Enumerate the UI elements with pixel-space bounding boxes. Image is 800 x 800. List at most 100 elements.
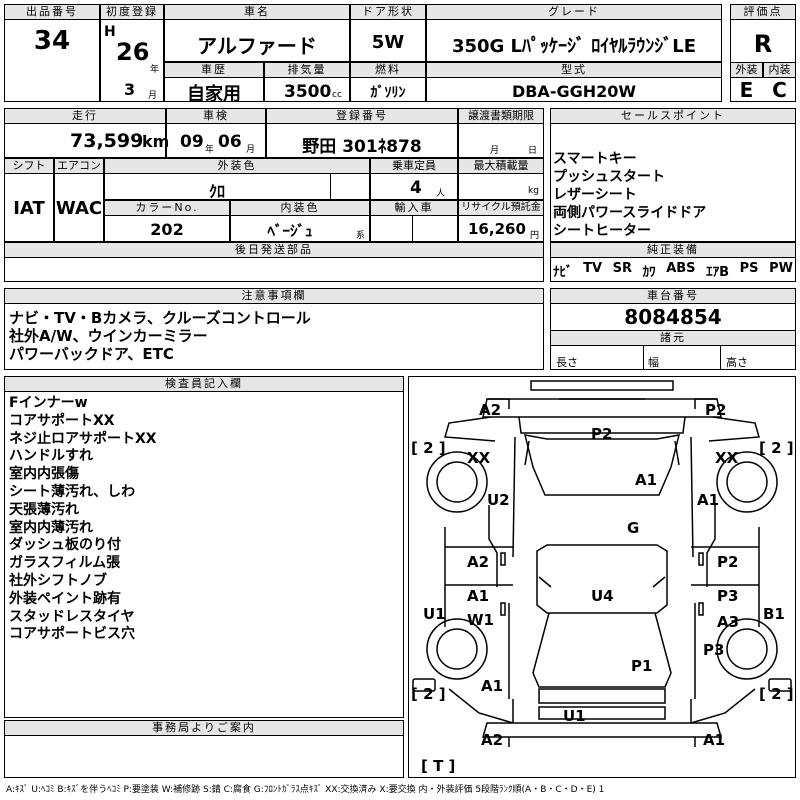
max-load-label: 最大積載量 <box>458 158 544 174</box>
transfer-day-unit: 日 <box>528 146 538 156</box>
equipment-item: SR <box>612 261 632 276</box>
first-reg-year: 26 <box>116 38 150 66</box>
import-label: 輸入車 <box>370 200 458 216</box>
plate-label: 登録番号 <box>266 108 458 124</box>
equipment-item: TV <box>583 261 603 276</box>
color-divider <box>330 174 331 200</box>
inspector-line: 外装ペイント跡有 <box>9 590 121 607</box>
damage-mark: U1 <box>563 707 586 725</box>
damage-mark: P2 <box>717 553 739 571</box>
damage-mark: A1 <box>635 471 658 489</box>
capacity-label: 乗車定員 <box>370 158 458 174</box>
notes-list: ナビ・TV・Bカメラ、クルーズコントロール 社外A/W、ウインカーミラー パワー… <box>9 309 311 363</box>
interior-color: ﾍﾞｰｼﾞｭ <box>267 222 313 240</box>
displacement-unit: cc <box>332 90 342 100</box>
inspector-line: 社外シフトノブ <box>9 572 107 589</box>
transfer-label: 譲渡書類期限 <box>458 108 544 124</box>
recycle-unit: 円 <box>530 231 540 241</box>
grade: 350G Lﾊﾟｯｹｰｼﾞ ﾛｲﾔﾙﾗｳﾝｼﾞLE <box>451 36 697 57</box>
damage-mark: A1 <box>481 677 504 695</box>
notes-label: 注意事項欄 <box>4 288 544 304</box>
sales-point-item: スマートキー <box>553 151 637 167</box>
equipment-item: ｴｱB <box>706 265 730 280</box>
damage-mark: [ T ] <box>421 757 456 775</box>
damage-mark: P3 <box>717 587 739 605</box>
inspection-month-unit: 月 <box>246 145 256 155</box>
inspector-line: コアサポートビス穴 <box>9 626 135 643</box>
inspection-year: 09 <box>180 132 204 152</box>
inspector-line: ダッシュ板のり付 <box>9 537 121 554</box>
fuel: ｶﾞｿﾘﾝ <box>370 85 406 101</box>
sales-point-item: レザーシート <box>553 187 637 203</box>
door-type: 5W <box>371 32 405 53</box>
damage-mark: A3 <box>717 613 740 631</box>
dims-length: 長さ <box>556 356 578 369</box>
mileage-unit: km <box>142 132 170 151</box>
later-parts-label: 後日発送部品 <box>4 242 544 258</box>
inspector-line: 天張薄汚れ <box>9 501 79 518</box>
first-reg-month-unit: 月 <box>148 91 158 101</box>
aircon: WAC <box>55 198 103 219</box>
first-reg-era: H <box>104 24 116 40</box>
damage-mark: A1 <box>467 587 490 605</box>
sales-point-item: プッシュスタート <box>553 169 665 185</box>
chassis-label: 車台番号 <box>550 288 796 304</box>
color-label: 外装色 <box>104 158 370 174</box>
model-code: DBA-GGH20W <box>511 82 637 101</box>
fuel-label: 燃料 <box>350 62 426 78</box>
note-line: パワーバックドア、ETC <box>9 345 174 363</box>
int-rating: C <box>772 78 787 102</box>
sales-point-item: シートヒーター <box>553 223 651 239</box>
color-no-label: カラーNo. <box>104 200 230 216</box>
inspector-line: ネジ止ロアサポートXX <box>9 430 157 447</box>
inspector-line: ハンドルすれ <box>9 448 93 465</box>
damage-mark: P3 <box>703 641 725 659</box>
interior-color-unit: 系 <box>356 231 366 241</box>
aircon-label: エアコン <box>54 158 104 174</box>
inspection-label: 車検 <box>166 108 266 124</box>
inspector-line: スタッドレスタイヤ <box>9 608 135 625</box>
grade-label: グレード <box>426 4 722 20</box>
ext-rating: E <box>739 78 754 102</box>
max-load-unit: kg <box>528 186 539 196</box>
dims-width: 幅 <box>648 356 659 369</box>
damage-mark: G <box>627 519 640 537</box>
damage-mark: U4 <box>591 587 614 605</box>
capacity-unit: 人 <box>436 189 446 199</box>
inspector-line: 室内内張傷 <box>9 466 79 483</box>
inspector-list: Fインナーw コアサポートXX ネジ止ロアサポートXX ハンドルすれ 室内内張傷… <box>9 395 157 644</box>
dims-label: 諸元 <box>550 330 796 346</box>
sales-point-label: セールスポイント <box>550 108 796 124</box>
damage-mark: A1 <box>703 731 726 749</box>
car-name-label: 車名 <box>164 4 350 20</box>
transfer-month-unit: 月 <box>490 146 500 156</box>
first-reg-year-unit: 年 <box>150 65 160 75</box>
damage-mark: A2 <box>479 401 502 419</box>
history: 自家用 <box>187 84 241 105</box>
equipment-list: ﾅﾋﾞ TV SR ｶﾜ ABS ｴｱB PS PW <box>553 261 793 280</box>
shift: IAT <box>13 198 45 219</box>
inspector-line: Fインナーw <box>9 395 88 411</box>
equipment-item: ｶﾜ <box>642 265 656 280</box>
inspector-line: コアサポートXX <box>9 412 115 429</box>
displacement: 3500 <box>284 82 332 102</box>
inspector-line: シート薄汚れ、しわ <box>9 483 136 500</box>
inspection-month: 06 <box>218 132 242 152</box>
dims-divider-1 <box>643 346 644 370</box>
damage-mark: P1 <box>631 657 653 675</box>
equipment-label: 純正装備 <box>550 242 796 258</box>
equipment-item: PW <box>769 261 793 276</box>
first-reg-label: 初度登録 <box>100 4 164 20</box>
recycle-label: リサイクル預託金 <box>458 200 544 216</box>
office-label: 事務局よりご案内 <box>4 720 404 736</box>
door-label: ドア形状 <box>350 4 426 20</box>
car-outline <box>412 380 792 747</box>
ext-label: 外装 <box>730 62 763 78</box>
dims-divider-2 <box>720 346 721 370</box>
damage-mark: P2 <box>591 425 613 443</box>
equipment-item: PS <box>739 261 759 276</box>
car-name: アルファード <box>197 34 317 58</box>
history-label: 車歴 <box>164 62 264 78</box>
damage-mark: P2 <box>705 401 727 419</box>
damage-mark: A1 <box>697 491 720 509</box>
